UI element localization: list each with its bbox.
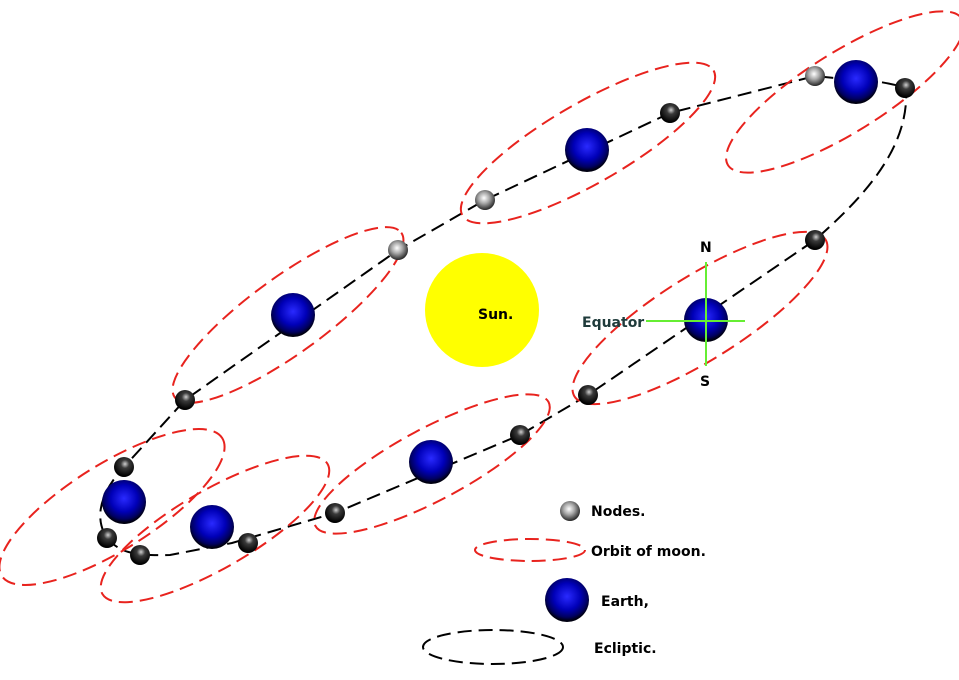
node-sphere-icon	[114, 457, 134, 477]
earth-sphere-icon	[271, 293, 315, 337]
moon-orbit-ellipse	[459, 61, 717, 225]
moon-orbits	[0, 10, 959, 604]
node-sphere-icon	[130, 545, 150, 565]
node-sphere-icon	[660, 103, 680, 123]
legend-earth-icon	[545, 578, 589, 622]
equator-label: Equator	[582, 315, 644, 331]
legend-earth-label: Earth,	[601, 594, 649, 610]
node-sphere-icon	[895, 78, 915, 98]
node-sphere-icon	[175, 390, 195, 410]
south-label: S	[700, 374, 710, 390]
legend-node-icon	[560, 501, 580, 521]
legend: Nodes. Orbit of moon. Earth, Ecliptic.	[422, 501, 706, 665]
node-sphere-icon	[805, 230, 825, 250]
legend-nodes-label: Nodes.	[591, 504, 646, 520]
earth-sphere-icon	[409, 440, 453, 484]
moon-orbit-ellipse	[725, 10, 959, 174]
node-sphere-icon	[805, 66, 825, 86]
sun-disc-icon	[425, 253, 539, 367]
earth-sphere-icon	[190, 505, 234, 549]
legend-ecliptic-icon	[422, 629, 564, 665]
moon-orbit-ellipse	[0, 428, 226, 586]
moon-orbit-ellipse	[171, 226, 405, 404]
earth-axes: N S Equator	[582, 240, 745, 390]
legend-ecliptic-label: Ecliptic.	[594, 641, 657, 657]
north-label: N	[700, 240, 712, 256]
earth-sphere-icon	[834, 60, 878, 104]
earth-sphere-icon	[102, 480, 146, 524]
earths	[102, 60, 878, 549]
node-sphere-icon	[510, 425, 530, 445]
node-sphere-icon	[238, 533, 258, 553]
earth-sphere-icon	[565, 128, 609, 172]
nodes	[97, 66, 915, 565]
node-sphere-icon	[325, 503, 345, 523]
node-sphere-icon	[388, 240, 408, 260]
moon-orbit-ellipse	[313, 393, 551, 535]
moon-orbit-ellipse	[571, 230, 829, 406]
node-sphere-icon	[578, 385, 598, 405]
sun-label: Sun.	[478, 307, 513, 323]
legend-orbit-icon	[474, 538, 586, 562]
node-sphere-icon	[475, 190, 495, 210]
node-sphere-icon	[97, 528, 117, 548]
legend-orbit-label: Orbit of moon.	[591, 544, 706, 560]
